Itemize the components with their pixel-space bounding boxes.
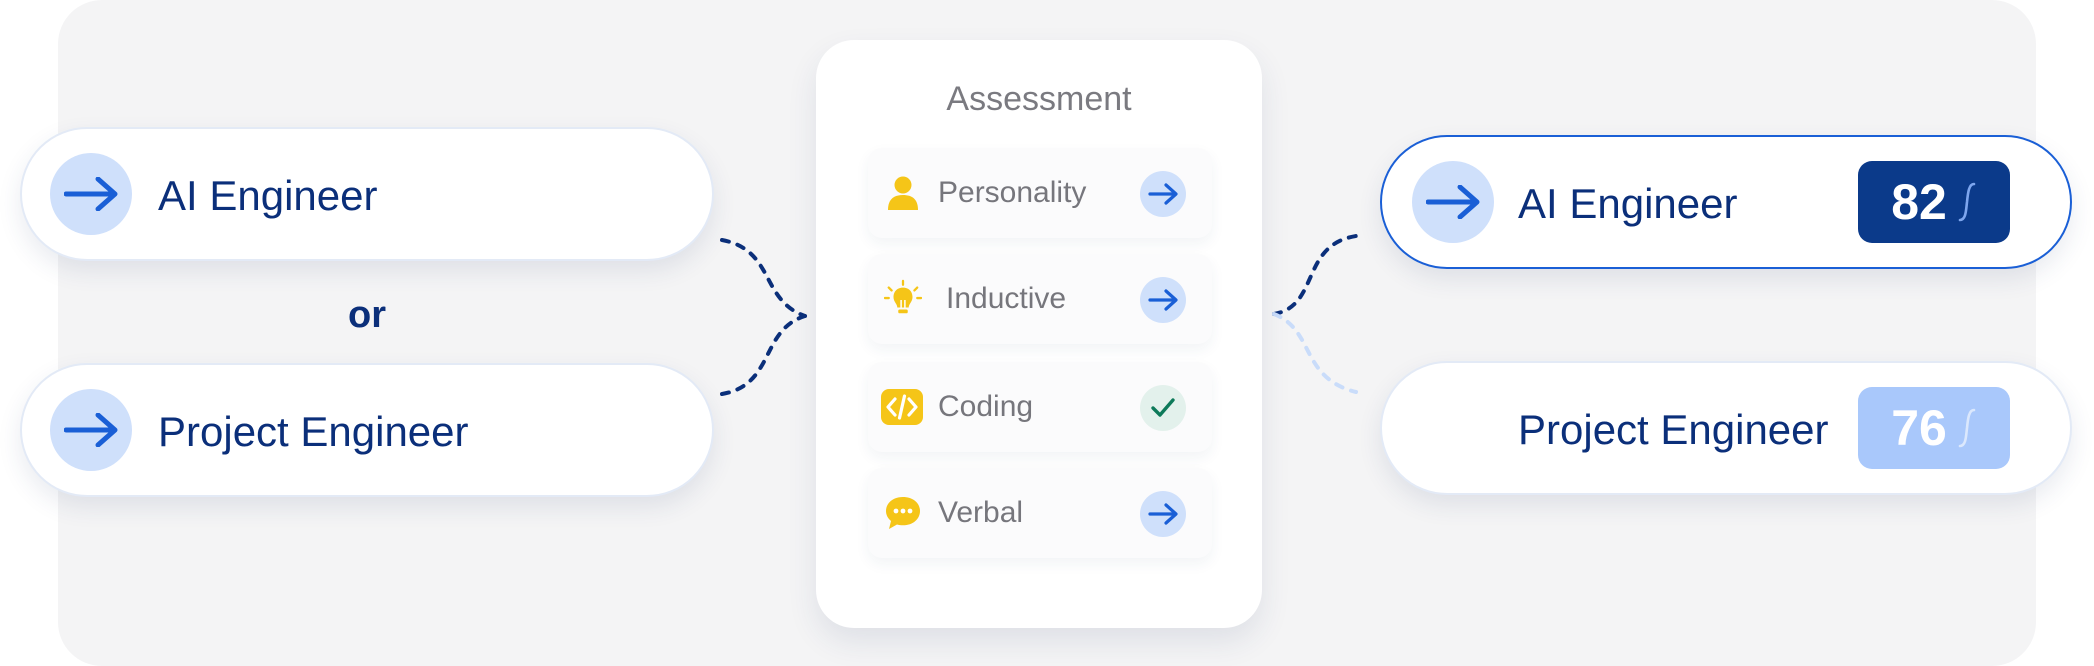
result-label: AI Engineer [1518, 180, 1738, 227]
or-separator: or [348, 294, 386, 336]
curve-icon [1958, 182, 1976, 222]
score-value: 76 [1891, 400, 1947, 456]
score-badge: 76 [1858, 387, 2010, 469]
assessment-card: Assessment Personality Inductive [816, 40, 1262, 628]
lightbulb-icon [884, 279, 922, 318]
score-badge: 82 [1858, 161, 2010, 243]
assessment-item-label: Coding [938, 390, 1034, 423]
role-option-project-engineer[interactable]: Project Engineer [20, 363, 714, 497]
role-option-label: Project Engineer [158, 408, 469, 455]
connector-left-top [720, 238, 807, 318]
result-project-engineer[interactable]: Project Engineer 76 [1380, 361, 2072, 495]
arrow-right-icon[interactable] [1140, 491, 1186, 537]
assessment-item-verbal[interactable]: Verbal [868, 468, 1212, 558]
assessment-title: Assessment [946, 80, 1132, 118]
assessment-item-personality[interactable]: Personality [868, 148, 1212, 238]
person-icon [884, 174, 922, 212]
score-value: 82 [1891, 174, 1947, 230]
assessment-item-coding[interactable]: Coding [868, 362, 1212, 452]
curve-icon [1958, 408, 1976, 448]
role-option-ai-engineer[interactable]: AI Engineer [20, 127, 714, 261]
arrow-right-icon [50, 153, 132, 235]
arrow-right-icon[interactable] [1140, 277, 1186, 323]
arrow-right-icon [50, 389, 132, 471]
connector-right-top [1272, 234, 1358, 316]
assessment-item-label: Personality [938, 176, 1087, 209]
chat-bubble-icon [884, 494, 922, 532]
assessment-item-inductive[interactable]: Inductive [868, 254, 1212, 344]
code-icon [880, 388, 924, 426]
assessment-item-label: Inductive [946, 282, 1067, 315]
assessment-item-label: Verbal [938, 496, 1024, 529]
arrow-right-icon[interactable] [1140, 171, 1186, 217]
result-label: Project Engineer [1518, 406, 1829, 453]
result-ai-engineer[interactable]: AI Engineer 82 [1380, 135, 2072, 269]
connector-right-bottom [1272, 312, 1358, 394]
connector-left-bottom [720, 314, 807, 396]
checkmark-icon [1140, 385, 1186, 431]
role-option-label: AI Engineer [158, 172, 378, 219]
arrow-right-icon [1412, 161, 1494, 243]
